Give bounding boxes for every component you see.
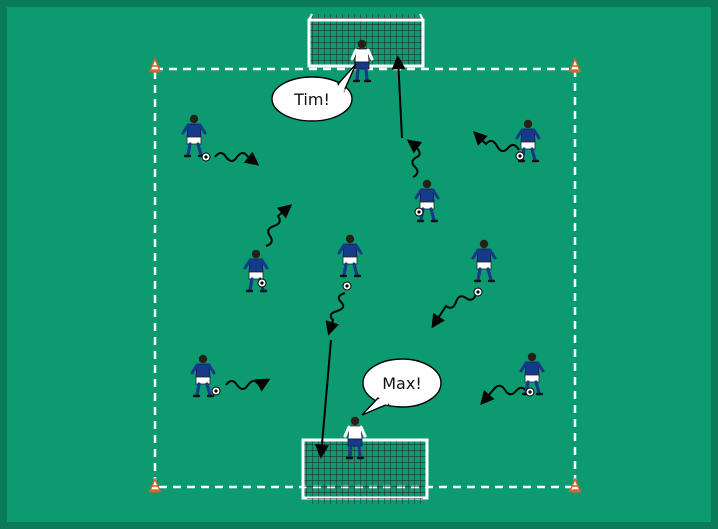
ball-icon xyxy=(526,388,534,396)
ball-icon xyxy=(474,288,482,296)
ball-icon xyxy=(212,387,220,395)
ball-icon xyxy=(415,208,423,216)
callout-bottom-text: Max! xyxy=(382,374,422,393)
ball-icon xyxy=(516,152,524,160)
ball-icon xyxy=(258,279,266,287)
ball-icon xyxy=(343,282,351,290)
ball-icon xyxy=(202,153,210,161)
callout-top-text: Tim! xyxy=(293,90,330,109)
